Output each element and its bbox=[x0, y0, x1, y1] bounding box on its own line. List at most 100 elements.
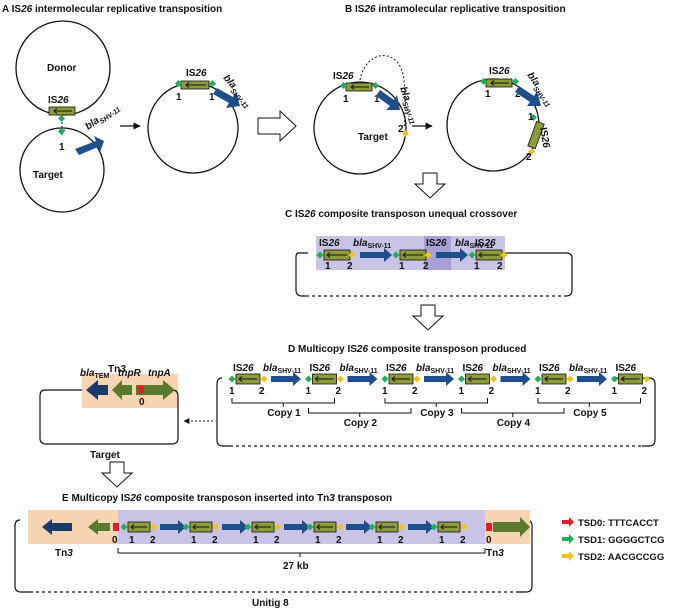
tsd2-marker bbox=[424, 251, 432, 259]
is26-label: IS26 bbox=[616, 363, 637, 374]
is26-arrow bbox=[402, 252, 423, 258]
site-label: 1 bbox=[229, 386, 235, 397]
is26-arrow bbox=[440, 524, 457, 530]
bla-shv11-label-b1: blaSHV-11 bbox=[395, 85, 420, 125]
site-label: 1 bbox=[191, 535, 197, 546]
bla-tem-gene bbox=[42, 519, 72, 535]
hollow-arrow bbox=[257, 109, 297, 143]
tn3-label-right: Tn3 bbox=[486, 548, 504, 559]
site-label: 2 bbox=[274, 535, 280, 546]
tsd1-marker bbox=[182, 523, 190, 531]
site-label: 1 bbox=[315, 535, 321, 546]
bla-shv11-label: blaSHV-11 bbox=[416, 363, 454, 375]
transposition-path bbox=[359, 55, 406, 129]
tsd1-marker bbox=[244, 523, 252, 531]
site-2-label: 2 bbox=[526, 152, 532, 163]
site-label: 1 bbox=[612, 386, 618, 397]
unitig-label: Unitig 8 bbox=[252, 598, 289, 609]
hollow-arrow bbox=[411, 304, 445, 331]
copy-label: Copy 4 bbox=[497, 418, 531, 429]
tsd1-marker bbox=[468, 251, 476, 259]
site-label: 2 bbox=[336, 386, 342, 397]
hollow-arrow bbox=[413, 172, 447, 199]
site-label: 2 bbox=[150, 535, 156, 546]
site-label: 1 bbox=[377, 535, 383, 546]
panel-b-title: B IS26 intramolecular replicative transp… bbox=[345, 4, 566, 15]
tsd2-marker bbox=[348, 251, 356, 259]
plasmid-circle bbox=[313, 81, 407, 175]
is26-arrow bbox=[350, 84, 369, 90]
site-label: 1 bbox=[399, 261, 405, 272]
site-label: 1 bbox=[382, 386, 388, 397]
tsd2-marker bbox=[260, 375, 268, 383]
site-1-label: 1 bbox=[374, 94, 380, 105]
site-label: 2 bbox=[347, 261, 353, 272]
tsd1-marker bbox=[458, 375, 465, 383]
site-1-label: 1 bbox=[176, 92, 182, 103]
tsd1-marker bbox=[534, 375, 542, 383]
is26-arrow bbox=[130, 524, 147, 530]
bla-shv11-gene bbox=[424, 372, 454, 386]
site-0-label: 0 bbox=[139, 397, 145, 408]
span-bracket bbox=[117, 548, 486, 554]
span-label: 27 kb bbox=[283, 561, 309, 572]
copy-label: Copy 2 bbox=[344, 418, 378, 429]
is26-arrow bbox=[314, 376, 334, 382]
site-label: 2 bbox=[412, 386, 418, 397]
target-label-d: Target bbox=[90, 450, 120, 461]
legend-tsd2: TSD2: AACGCCGG bbox=[562, 551, 664, 563]
is26-arrow bbox=[254, 524, 271, 530]
c-bla-1: blaSHV-11 bbox=[353, 238, 391, 250]
site-0-label: 0 bbox=[486, 535, 492, 546]
bla-shv11-gene bbox=[408, 520, 434, 534]
tsd1-marker bbox=[372, 82, 379, 89]
is26-arrow bbox=[467, 376, 487, 382]
legend-tsd2-text: TSD2: AACGCCGG bbox=[578, 552, 664, 563]
bla-shv11-label: blaSHV-11 bbox=[340, 363, 378, 375]
tsd1-marker bbox=[228, 375, 236, 383]
target-label-a: Target bbox=[33, 170, 63, 181]
c-is26-1: IS26 bbox=[319, 238, 340, 249]
site-label: 2 bbox=[212, 535, 218, 546]
copy-label: Copy 1 bbox=[267, 408, 301, 419]
tsd1-marker bbox=[611, 375, 618, 383]
copy-label: Copy 5 bbox=[573, 408, 607, 419]
tsd1-marker bbox=[392, 251, 400, 259]
target-plasmid bbox=[39, 389, 179, 445]
tsd2-marker bbox=[460, 523, 468, 531]
panel-e-title: E Multicopy IS26 composite transposon in… bbox=[62, 493, 392, 504]
tsd1-marker bbox=[306, 523, 314, 531]
tsd0-marker bbox=[113, 523, 119, 531]
tnpR-gene bbox=[88, 519, 110, 535]
is26-arrow bbox=[620, 376, 640, 382]
is26-label: IS26 bbox=[386, 363, 407, 374]
is26-arrow bbox=[391, 376, 410, 382]
tsd1-marker bbox=[305, 375, 312, 383]
bla-shv11-gene bbox=[346, 520, 372, 534]
is26-arrow bbox=[53, 108, 72, 114]
is26-arrow bbox=[326, 252, 347, 258]
tsd1-marker bbox=[58, 128, 65, 135]
tsd2-marker bbox=[212, 523, 220, 531]
bla-shv11-gene bbox=[271, 372, 301, 386]
site-label: 2 bbox=[423, 261, 429, 272]
site-label: 1 bbox=[535, 386, 541, 397]
legend: TSD0: TTTCACCT TSD1: GGGGCTCG TSD2: AACG… bbox=[562, 517, 665, 563]
is26-label: IS26 bbox=[463, 363, 484, 374]
c-bla-2: blaSHV-11 bbox=[455, 238, 493, 250]
tsd1-marker bbox=[430, 523, 438, 531]
tsd2-marker bbox=[337, 375, 344, 383]
legend-tsd0-text: TSD0: TTTCACCT bbox=[578, 518, 659, 529]
bla-shv11-gene bbox=[160, 520, 186, 534]
copy-bracket bbox=[384, 398, 488, 404]
site-label: 1 bbox=[306, 386, 312, 397]
tsd2-marker bbox=[566, 375, 574, 383]
tnpR-label: tnpR bbox=[118, 368, 142, 379]
tsd1-marker bbox=[381, 375, 389, 383]
is26-label-b1: IS26 bbox=[333, 71, 354, 82]
